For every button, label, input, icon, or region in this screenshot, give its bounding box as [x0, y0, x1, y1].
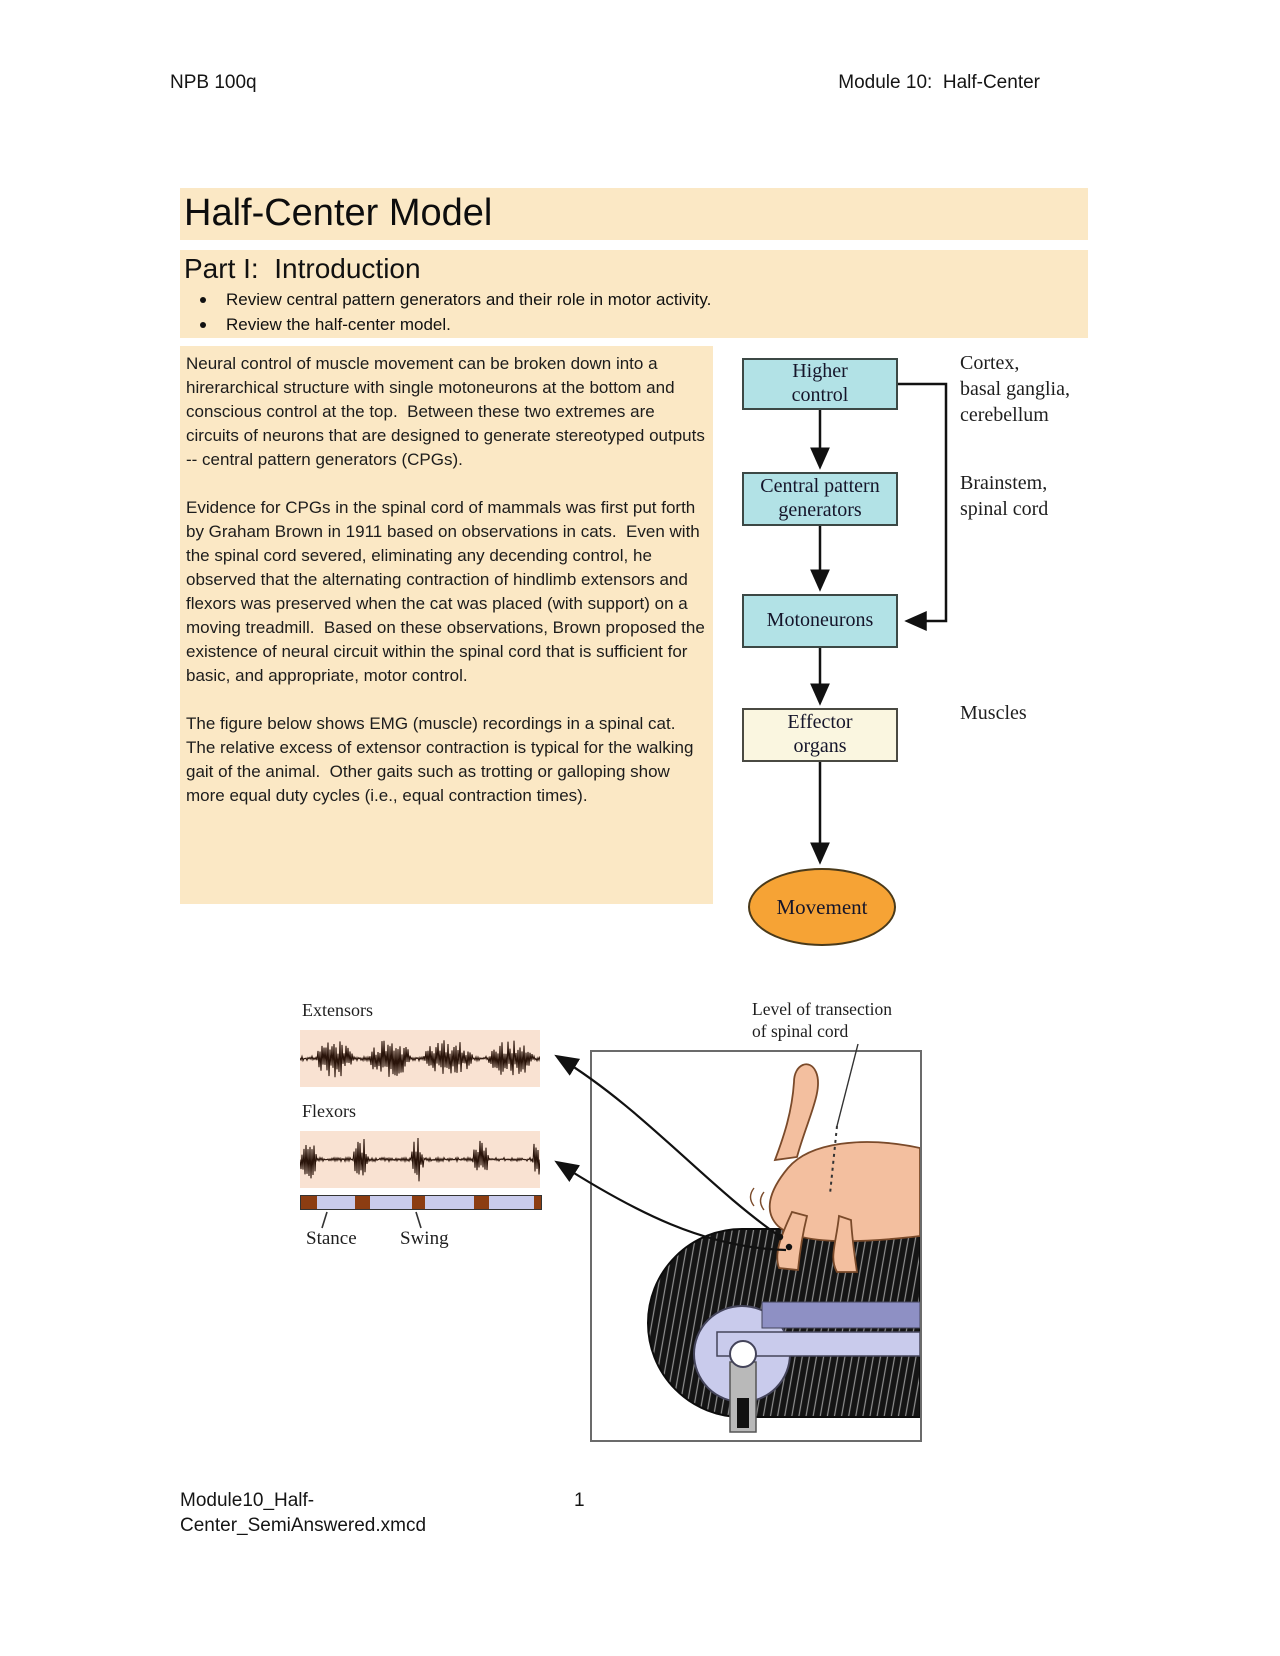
section-highlight-band — [180, 250, 1088, 338]
footer-filename: Module10_Half- Center_SemiAnswered.xmcd — [180, 1490, 427, 1536]
flexors-emg-strip — [299, 1131, 541, 1188]
body-text-block: Neural control of muscle movement can be… — [180, 346, 713, 904]
header-module-title: Module 10: Half-Center — [838, 72, 1040, 93]
treadmill-upper-bar — [761, 1301, 920, 1329]
page-title: Half-Center Model — [184, 192, 493, 234]
paragraph-2: Evidence for CPGs in the spinal cord of … — [186, 498, 710, 685]
flowchart-label-cortex: Cortex, basal ganglia, cerebellum — [960, 352, 1070, 426]
roller-stand-slot — [737, 1398, 749, 1428]
gait-swing-segment — [412, 1196, 425, 1209]
extensors-emg-strip — [299, 1030, 541, 1087]
flowchart-label-brainstem: Brainstem, spinal cord — [960, 472, 1049, 520]
flowchart-node-effector-organs: Effector organs — [742, 708, 898, 762]
gait-stance-segment — [489, 1196, 534, 1209]
bullet-item: Review central pattern generators and th… — [198, 288, 1078, 312]
bullet-dot — [200, 322, 206, 328]
paragraph-3: The figure below shows EMG (muscle) reco… — [186, 714, 699, 805]
section-heading: Part I: Introduction — [184, 253, 421, 284]
stance-tick — [321, 1211, 328, 1229]
swing-tick — [415, 1211, 422, 1229]
cat-tail — [773, 1063, 819, 1162]
transection-label: Level of transection of spinal cord — [752, 999, 892, 1041]
bullet-item: Review the half-center model. — [198, 313, 1078, 337]
gait-swing-segment — [301, 1196, 318, 1209]
flowchart-node-central-pattern-generators: Central pattern generators — [742, 472, 898, 526]
header-course-code: NPB 100q — [170, 72, 257, 93]
gait-stance-segment — [317, 1196, 355, 1209]
extensors-label: Extensors — [302, 1000, 373, 1020]
extensors-waveform — [299, 1040, 541, 1078]
flowchart-node-movement: Movement — [748, 868, 896, 946]
bullet-text: Review the half-center model. — [226, 315, 451, 334]
gait-swing-segment — [354, 1196, 371, 1209]
arrow-higher-bypass-to-motoneurons — [898, 382, 948, 631]
footer-page-number: 1 — [574, 1490, 585, 1511]
flowchart-arrows — [810, 382, 948, 865]
bullet-dot — [200, 297, 206, 303]
flexors-label: Flexors — [302, 1101, 356, 1121]
gait-stance-segment — [370, 1196, 413, 1209]
cat-hind-leg-far — [832, 1214, 859, 1273]
motion-marks — [749, 1187, 765, 1211]
gait-phase-bar — [300, 1195, 542, 1210]
paragraph-1: Neural control of muscle movement can be… — [186, 354, 710, 469]
roller-hub — [729, 1340, 757, 1368]
stance-label: Stance — [306, 1228, 357, 1249]
flexors-waveform — [299, 1137, 541, 1182]
flowchart-label-muscles: Muscles — [960, 702, 1027, 724]
title-highlight-band — [180, 188, 1088, 240]
gait-stance-segment — [424, 1196, 474, 1209]
flowchart-node-motoneurons: Motoneurons — [742, 594, 898, 648]
gait-swing-segment — [473, 1196, 490, 1209]
gait-swing-segment — [533, 1196, 541, 1209]
treadmill-scene — [647, 1063, 920, 1433]
treadmill-figure-frame — [590, 1050, 922, 1442]
swing-label: Swing — [400, 1228, 449, 1249]
flowchart-node-higher-control: Higher control — [742, 358, 898, 410]
bullet-text: Review central pattern generators and th… — [226, 290, 712, 309]
